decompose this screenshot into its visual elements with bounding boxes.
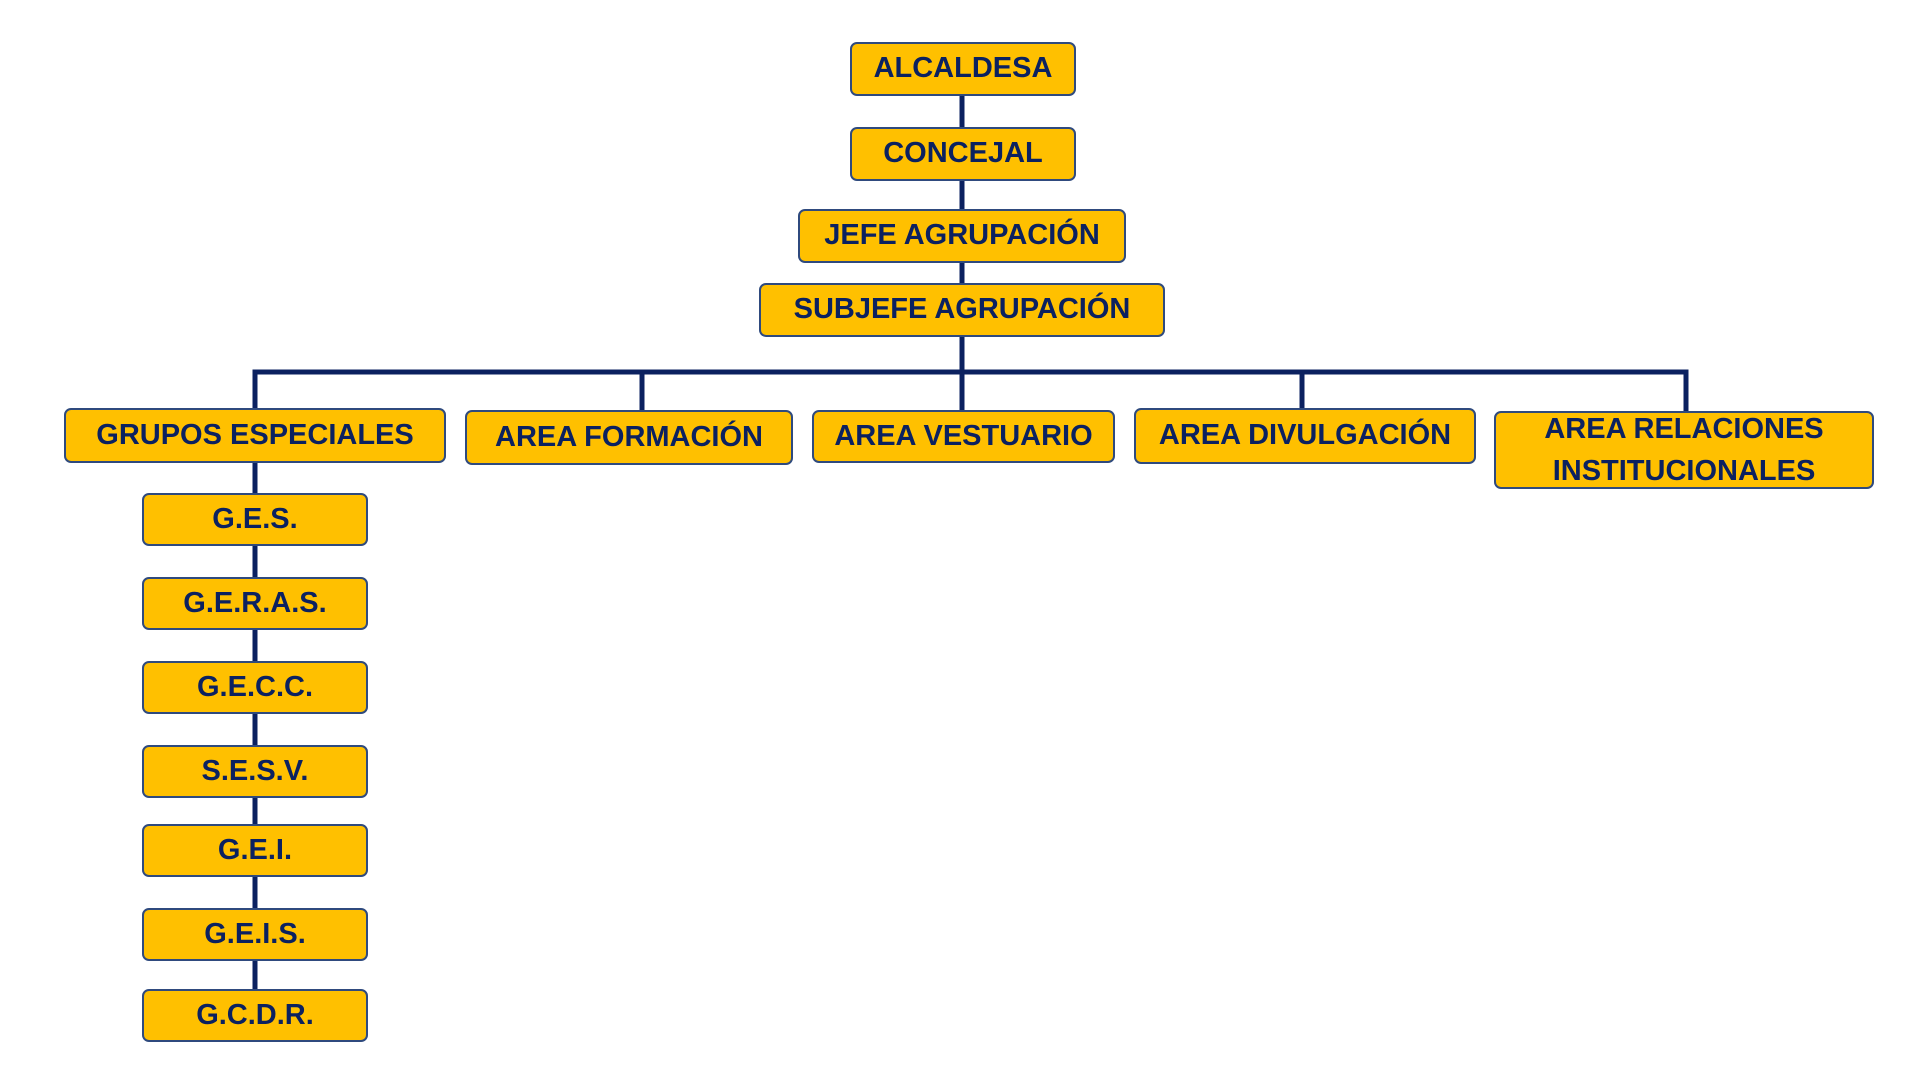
node-geras-label: G.E.R.A.S. [183,586,327,619]
node-gcdr-label: G.C.D.R. [196,998,314,1031]
node-gecc: G.E.C.C. [142,661,368,714]
node-alcaldesa: ALCALDESA [850,42,1076,96]
node-subjefe-agrupacion-label: SUBJEFE AGRUPACIÓN [793,293,1131,326]
node-area-vestuario: AREA VESTUARIO [812,410,1115,463]
node-geis-label: G.E.I.S. [204,917,306,950]
node-grupos-especiales: GRUPOS ESPECIALES [64,408,446,463]
node-area-divulgacion: AREA DIVULGACIÓN [1134,408,1476,464]
node-ges: G.E.S. [142,493,368,546]
node-ges-label: G.E.S. [212,502,298,535]
node-area-relaciones-institucionales: AREA RELACIONES INSTITUCIONALES [1494,411,1874,489]
node-gcdr: G.C.D.R. [142,989,368,1042]
node-gecc-label: G.E.C.C. [196,670,313,703]
node-grupos-especiales-label: GRUPOS ESPECIALES [96,418,414,451]
node-sesv-label: S.E.S.V. [201,754,309,787]
node-concejal-label: CONCEJAL [883,137,1043,170]
node-area-divulgacion-label: AREA DIVULGACIÓN [1158,419,1452,452]
node-area-formacion: AREA FORMACIÓN [465,410,793,465]
node-area-relaciones-institucionales-label: AREA RELACIONES INSTITUCIONALES [1544,412,1824,487]
node-jefe-agrupacion-label: JEFE AGRUPACIÓN [824,219,1100,252]
node-gei-label: G.E.I. [217,833,293,866]
node-geras: G.E.R.A.S. [142,577,368,630]
node-area-formacion-label: AREA FORMACIÓN [495,420,763,453]
node-concejal: CONCEJAL [850,127,1076,181]
node-sesv: S.E.S.V. [142,745,368,798]
node-alcaldesa-label: ALCALDESA [873,52,1053,85]
node-geis: G.E.I.S. [142,908,368,961]
node-gei: G.E.I. [142,824,368,877]
node-area-vestuario-label: AREA VESTUARIO [834,419,1093,452]
node-subjefe-agrupacion: SUBJEFE AGRUPACIÓN [759,283,1165,337]
node-jefe-agrupacion: JEFE AGRUPACIÓN [798,209,1126,263]
